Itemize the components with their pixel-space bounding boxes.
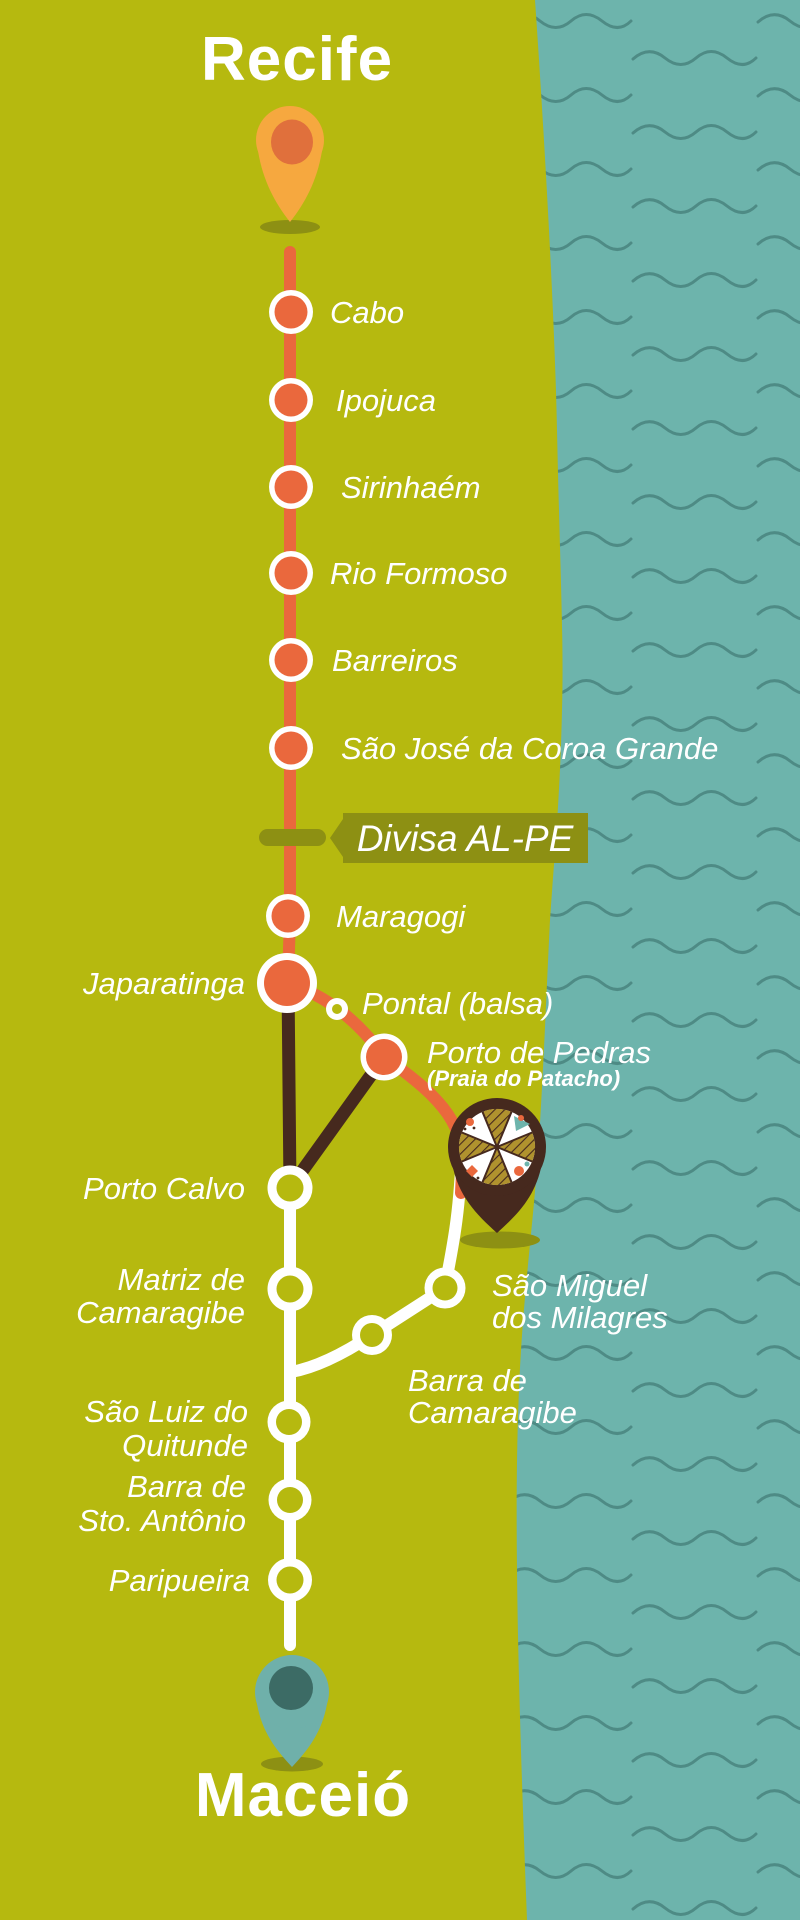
stop-sao-jose: São José da Coroa Grande bbox=[269, 726, 718, 770]
border-label: Divisa AL-PE bbox=[357, 818, 575, 859]
stop-sublabel-praia-do-patacho: (Praia do Patacho) bbox=[427, 1066, 620, 1091]
route-inland-connector bbox=[281, 976, 391, 1195]
stop-label-sao-jose: São José da Coroa Grande bbox=[341, 731, 718, 766]
stop-maragogi: Maragogi bbox=[266, 894, 466, 938]
stop-cabo: Cabo bbox=[269, 290, 404, 334]
decor-pin-shadow bbox=[460, 1231, 540, 1249]
stop-label-maragogi: Maragogi bbox=[336, 899, 466, 934]
stop-barra-de-sto-antonio: Barra de Sto. Antônio bbox=[78, 1469, 312, 1538]
start-pin-recife bbox=[256, 106, 324, 234]
stop-sirinhaem: Sirinhaém bbox=[269, 465, 481, 509]
end-pin-inner-dot bbox=[269, 1666, 313, 1710]
end-city-title: Maceió bbox=[195, 1761, 411, 1830]
stop-label-matriz-line2: Camaragibe bbox=[76, 1295, 245, 1330]
stop-label-porto-de-pedras: Porto de Pedras bbox=[427, 1035, 651, 1070]
stop-label-rio-formoso: Rio Formoso bbox=[330, 556, 507, 591]
state-border-badge: Divisa AL-PE bbox=[259, 813, 588, 863]
stop-barra-de-camaragibe: Barra de Camaragibe bbox=[352, 1315, 577, 1430]
stop-label-sirinhaem: Sirinhaém bbox=[341, 470, 481, 505]
stop-label-paripueira: Paripueira bbox=[109, 1563, 250, 1598]
stop-ipojuca: Ipojuca bbox=[269, 378, 436, 422]
stop-barreiros: Barreiros bbox=[269, 638, 458, 682]
end-pin-maceio bbox=[255, 1655, 329, 1772]
stop-sao-miguel-dos-milagres: São Miguel dos Milagres bbox=[424, 1267, 668, 1335]
stop-label-pontal: Pontal (balsa) bbox=[362, 986, 553, 1021]
stop-porto-de-pedras: Porto de Pedras (Praia do Patacho) bbox=[360, 1033, 651, 1091]
stop-label-sao-luiz-line1: São Luiz do bbox=[84, 1394, 248, 1429]
stop-label-sao-miguel-line1: São Miguel bbox=[492, 1268, 648, 1303]
stop-label-barra-sto-line1: Barra de bbox=[127, 1469, 246, 1504]
stop-rio-formoso: Rio Formoso bbox=[269, 551, 507, 595]
stop-matriz-de-camaragibe: Matriz de Camaragibe bbox=[76, 1262, 313, 1330]
border-label-box bbox=[330, 813, 588, 863]
start-pin-shadow bbox=[260, 220, 320, 234]
stop-label-ipojuca: Ipojuca bbox=[336, 383, 436, 418]
stop-label-barra-cam-line1: Barra de bbox=[408, 1363, 527, 1398]
stop-label-sao-miguel-line2: dos Milagres bbox=[492, 1300, 668, 1335]
stop-label-porto-calvo: Porto Calvo bbox=[83, 1171, 245, 1206]
stop-label-barra-sto-line2: Sto. Antônio bbox=[78, 1503, 246, 1538]
stop-pontal: Pontal (balsa) bbox=[326, 986, 553, 1021]
stop-porto-calvo: Porto Calvo bbox=[83, 1165, 313, 1211]
stop-label-japaratinga: Japaratinga bbox=[82, 966, 245, 1001]
stop-label-barra-cam-line2: Camaragibe bbox=[408, 1395, 577, 1430]
stop-japaratinga: Japaratinga bbox=[82, 953, 317, 1013]
stop-sao-luiz-do-quitunde: São Luiz do Quitunde bbox=[84, 1394, 311, 1463]
stop-label-matriz-line1: Matriz de bbox=[118, 1262, 245, 1297]
start-city-title: Recife bbox=[201, 25, 393, 94]
border-tick bbox=[259, 829, 326, 846]
stop-label-cabo: Cabo bbox=[330, 295, 404, 330]
stop-label-barreiros: Barreiros bbox=[332, 643, 458, 678]
stop-label-sao-luiz-line2: Quitunde bbox=[122, 1428, 248, 1463]
stop-paripueira: Paripueira bbox=[109, 1558, 312, 1602]
start-pin-inner-dot bbox=[271, 119, 313, 165]
decor-pin-patacho bbox=[448, 1098, 546, 1249]
